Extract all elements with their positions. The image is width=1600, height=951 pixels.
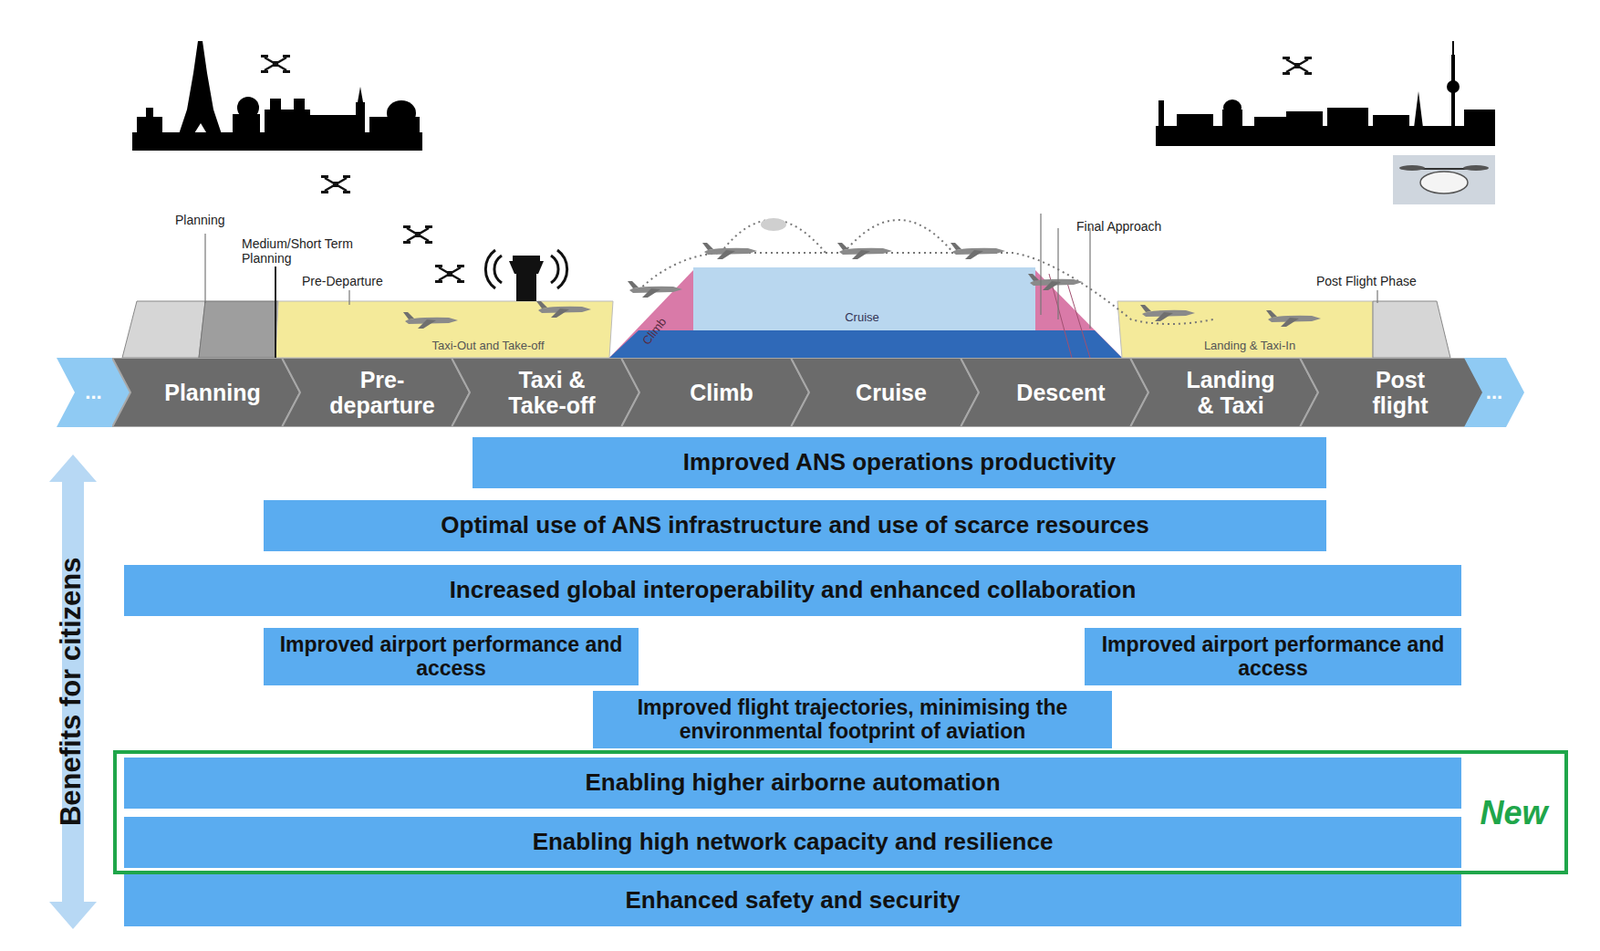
air-taxi-photo xyxy=(1392,155,1496,205)
road-label: Taxi-Out and Take-off xyxy=(401,339,575,354)
benefit-band: Improved airport performance and access xyxy=(1084,627,1462,686)
benefit-band: Improved flight trajectories, minimising… xyxy=(592,690,1112,749)
road-label: Cruise xyxy=(834,311,890,325)
phase-name: Climb xyxy=(689,379,753,406)
berlin-skyline xyxy=(1155,41,1496,146)
phase-name: Descent xyxy=(1016,379,1105,406)
phase-label: Final Approach xyxy=(1076,218,1195,234)
benefit-text: Improved ANS operations productivity xyxy=(683,448,1116,476)
phase-name: Pre-departure xyxy=(313,366,451,418)
phase-label: Post Flight Phase xyxy=(1316,273,1454,289)
phase-chevron: Landing & Taxi xyxy=(1130,357,1319,427)
phase-chevron: Taxi & Take-off xyxy=(451,357,640,427)
benefit-text: Enabling higher airborne automation xyxy=(584,768,1000,796)
phase-chevron: Descent xyxy=(960,357,1149,427)
road-label: Landing & Taxi-In xyxy=(1176,339,1323,354)
phase-label: Medium/Short Term Planning xyxy=(241,236,361,266)
phase-chevron: Pre-departure xyxy=(281,357,470,427)
phase-name: ... xyxy=(1485,381,1503,405)
control-tower xyxy=(485,249,567,302)
benefit-text: Improved airport performance and access xyxy=(278,633,625,681)
benefit-text: Improved airport performance and access xyxy=(1100,633,1447,681)
benefit-band: Improved airport performance and access xyxy=(263,627,639,686)
benefit-text: Improved flight trajectories, minimising… xyxy=(603,696,1102,744)
benefit-band: Increased global interoperability and en… xyxy=(124,564,1462,616)
phase-label: Pre-Departure xyxy=(301,273,412,289)
benefit-text: Enhanced safety and security xyxy=(624,886,960,914)
paris-skyline xyxy=(132,41,423,151)
benefit-band: Optimal use of ANS infrastructure and us… xyxy=(263,499,1327,551)
benefit-band: Improved ANS operations productivity xyxy=(472,436,1327,489)
axis-label: Benefits for citizens xyxy=(54,536,88,847)
benefit-text: Optimal use of ANS infrastructure and us… xyxy=(440,511,1149,539)
phase-name: Taxi & Take-off xyxy=(492,366,612,418)
new-tag: New xyxy=(1470,793,1558,832)
benefit-band: Enabling higher airborne automation xyxy=(124,757,1462,809)
phase-chevron: Planning xyxy=(112,357,301,427)
phase-chevron: Post flight xyxy=(1299,357,1488,427)
benefit-band: Enhanced safety and security xyxy=(124,873,1462,926)
new-frame xyxy=(114,751,1567,873)
phase-name: ... xyxy=(84,381,102,405)
phase-chevron: Climb xyxy=(621,357,810,427)
phase-name: Planning xyxy=(164,379,261,406)
phase-name: Cruise xyxy=(855,379,927,406)
phase-label: Planning xyxy=(175,212,249,228)
more-arrow: ... xyxy=(1464,357,1525,427)
phase-name: Landing & Taxi xyxy=(1176,366,1285,418)
phase-name: Post flight xyxy=(1350,366,1451,418)
benefit-band: Enabling high network capacity and resil… xyxy=(124,816,1462,868)
benefit-text: Enabling high network capacity and resil… xyxy=(532,828,1054,855)
phase-chevron: Cruise xyxy=(790,357,979,427)
benefit-text: Increased global interoperability and en… xyxy=(449,576,1137,603)
